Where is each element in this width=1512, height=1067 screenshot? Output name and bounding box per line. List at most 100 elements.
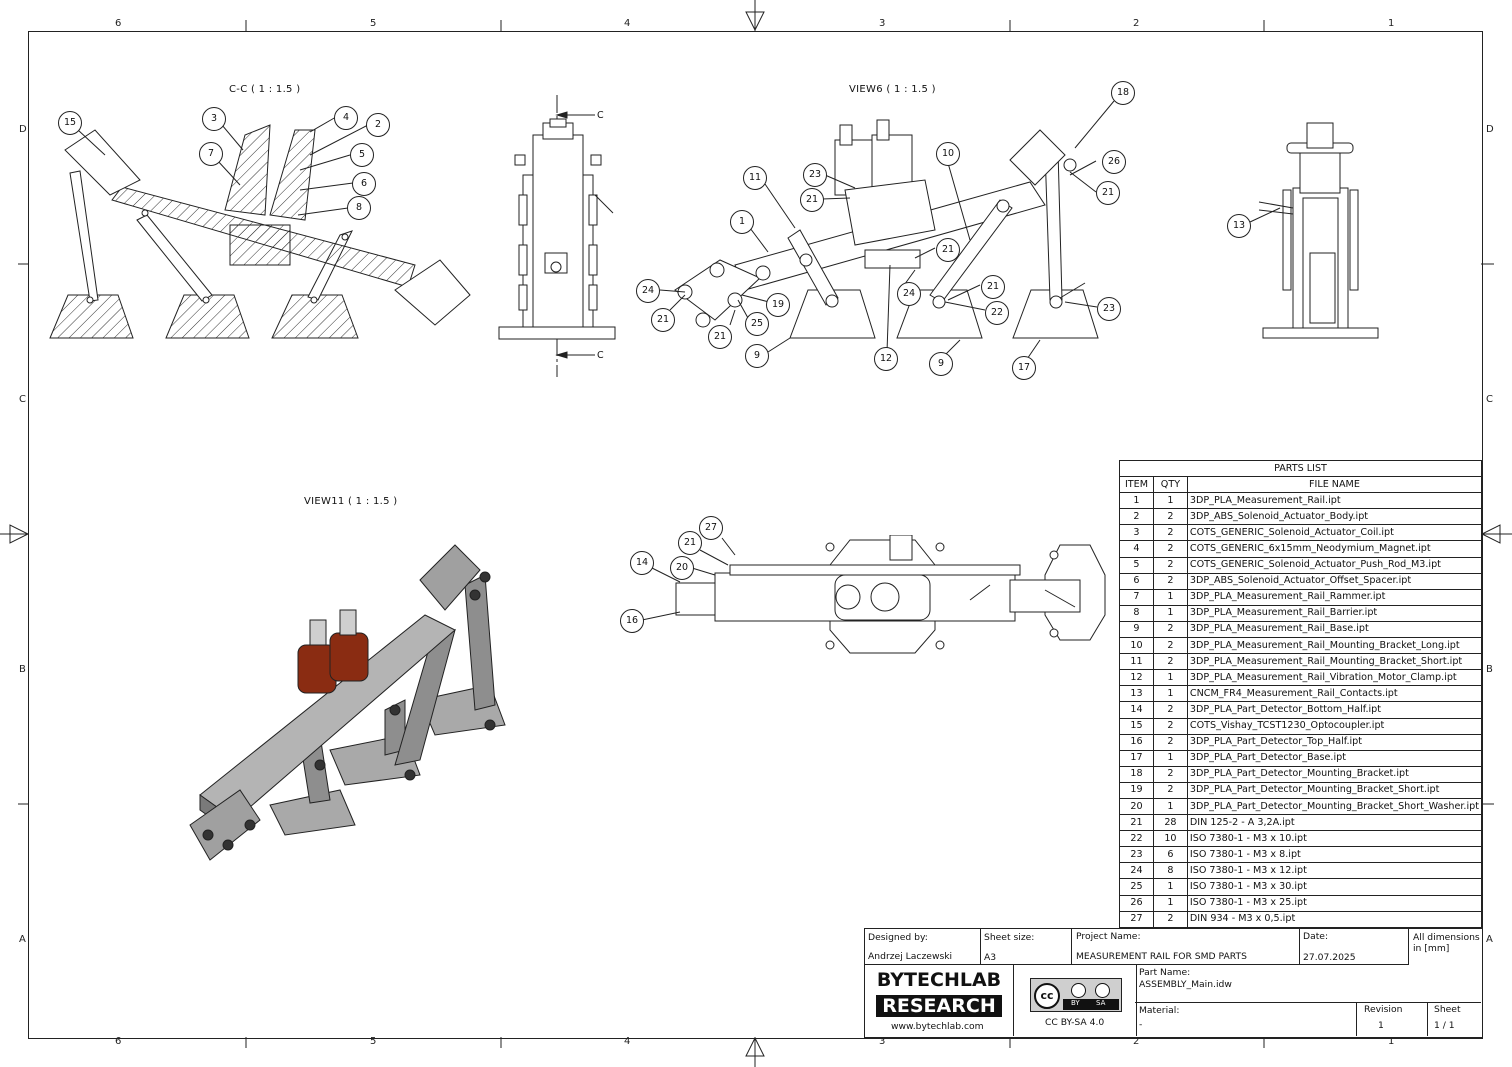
balloon: 13 (1227, 214, 1251, 238)
project-name-label: Project Name: (1076, 931, 1141, 942)
balloon: 21 (981, 275, 1005, 299)
balloon: 21 (708, 325, 732, 349)
file-name-cell: 3DP_PLA_Part_Detector_Bottom_Half.ipt (1186, 701, 1483, 719)
zone-label-left: D (19, 124, 27, 135)
balloon: 18 (1111, 81, 1135, 105)
balloon: 3 (202, 107, 226, 131)
column-header: FILE NAME (1186, 476, 1483, 494)
section-cc-title: C-C ( 1 : 1.5 ) (229, 84, 301, 95)
right-side-view (1258, 122, 1379, 339)
balloon: 19 (766, 293, 790, 317)
balloon: 9 (745, 344, 769, 368)
sheet-size-value: A3 (984, 952, 997, 963)
balloon: 27 (699, 516, 723, 540)
balloon: 6 (352, 172, 376, 196)
qty-cell: 1 (1152, 604, 1188, 622)
item-cell: 6 (1119, 572, 1154, 590)
balloon: 5 (350, 143, 374, 167)
balloon: 4 (334, 106, 358, 130)
qty-cell: 2 (1152, 781, 1188, 799)
zone-label-left: A (19, 934, 26, 945)
view11-title: VIEW11 ( 1 : 1.5 ) (304, 496, 398, 507)
balloon: 22 (985, 301, 1009, 325)
column-header: QTY (1152, 476, 1188, 494)
zone-label-right: B (1486, 664, 1493, 675)
qty-cell: 1 (1152, 492, 1188, 510)
balloon: 20 (670, 556, 694, 580)
project-name-value: MEASUREMENT RAIL FOR SMD PARTS (1076, 951, 1247, 962)
balloon: 25 (745, 312, 769, 336)
share-alike-icon (1095, 983, 1110, 998)
file-name-cell: COTS_GENERIC_6x15mm_Neodymium_Magnet.ipt (1186, 540, 1483, 558)
qty-cell: 2 (1152, 765, 1188, 783)
zone-label-right: D (1486, 124, 1494, 135)
balloon: 21 (651, 308, 675, 332)
designed-by-label: Designed by: (868, 932, 928, 943)
balloon: 24 (636, 279, 660, 303)
file-name-cell: 3DP_ABS_Solenoid_Actuator_Body.ipt (1186, 508, 1483, 526)
qty-cell: 2 (1152, 701, 1188, 719)
file-name-cell: ISO 7380-1 - M3 x 10.ipt (1186, 830, 1483, 848)
file-name-cell: 3DP_PLA_Part_Detector_Mounting_Bracket_S… (1186, 797, 1483, 816)
qty-cell: 1 (1152, 894, 1188, 912)
file-name-cell: 3DP_PLA_Measurement_Rail_Mounting_Bracke… (1186, 637, 1483, 655)
zone-label-bottom: 2 (1133, 1036, 1140, 1047)
item-cell: 10 (1119, 637, 1154, 655)
balloon: 11 (743, 166, 767, 190)
base (789, 289, 876, 339)
attribution-person-icon (1071, 983, 1086, 998)
file-name-cell: 3DP_PLA_Measurement_Rail_Rammer.ipt (1186, 588, 1483, 606)
balloon: 21 (800, 188, 824, 212)
zone-label-top: 2 (1133, 18, 1140, 29)
license-text: CC BY-SA 4.0 (1045, 1017, 1105, 1028)
zone-label-right: A (1486, 934, 1493, 945)
cut-label-top: C (597, 110, 604, 121)
file-name-cell: 3DP_PLA_Measurement_Rail_Mounting_Bracke… (1186, 653, 1483, 671)
qty-cell: 2 (1152, 733, 1188, 751)
file-name-cell: COTS_GENERIC_Solenoid_Actuator_Push_Rod_… (1186, 556, 1483, 574)
qty-cell: 2 (1152, 556, 1188, 574)
file-name-cell: ISO 7380-1 - M3 x 12.ipt (1186, 862, 1483, 880)
file-name-cell: COTS_Vishay_TCST1230_Optocoupler.ipt (1186, 717, 1483, 735)
qty-cell: 2 (1152, 540, 1188, 558)
qty-cell: 2 (1152, 524, 1188, 542)
zone-label-bottom: 4 (624, 1036, 631, 1047)
item-cell: 18 (1119, 765, 1154, 783)
balloon: 8 (347, 196, 371, 220)
part-name-label: Part Name: (1139, 967, 1191, 978)
balloon: 15 (58, 111, 82, 135)
cut-label-bottom: C (597, 350, 604, 361)
base-section (271, 294, 359, 339)
qty-cell: 1 (1152, 749, 1188, 767)
balloon: 2 (366, 113, 390, 137)
item-cell: 27 (1119, 910, 1154, 928)
item-cell: 2 (1119, 508, 1154, 526)
sa-icon: SA (1096, 999, 1106, 1007)
revision-label: Revision (1364, 1004, 1403, 1015)
section-cc-view (49, 124, 471, 339)
designed-by-value: Andrzej Laczewski (868, 951, 953, 962)
item-cell: 7 (1119, 588, 1154, 606)
zone-label-left: B (19, 664, 26, 675)
balloon: 21 (678, 531, 702, 555)
section-cc-balloons (77, 116, 369, 216)
dimensions-note: All dimensions in [mm] (1413, 932, 1480, 954)
item-cell: 23 (1119, 846, 1154, 864)
file-name-cell: DIN 934 - M3 x 0,5.ipt (1186, 910, 1483, 928)
zone-label-top: 1 (1388, 18, 1395, 29)
by-icon: BY (1071, 999, 1080, 1007)
